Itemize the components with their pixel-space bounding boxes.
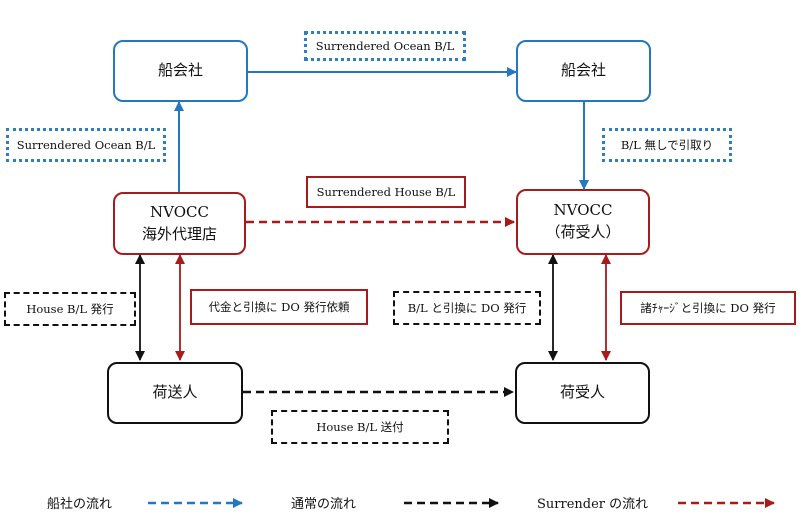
label-payment-do-request-text: 代金と引換に DO 発行依頼 [208, 300, 350, 314]
label-charges-do-issue: 諸ﾁｬｰｼﾞと引換に DO 発行 [620, 291, 796, 325]
carrier-left-label: 船会社 [157, 61, 203, 80]
label-surrendered-house-text: Surrendered House B/L [316, 185, 456, 199]
label-bl-do-issue: B/L と引換に DO 発行 [393, 291, 541, 325]
label-payment-do-request: 代金と引換に DO 発行依頼 [190, 289, 368, 325]
label-surrendered-ocean-top: Surrendered Ocean B/L [304, 31, 466, 61]
shipper-label: 荷送人 [152, 383, 198, 402]
label-surrendered-ocean-left-text: Surrendered Ocean B/L [16, 138, 156, 152]
carrier-left-node: 船会社 [113, 40, 248, 102]
label-bl-do-issue-text: B/L と引換に DO 発行 [407, 301, 527, 315]
legend-normal-flow: 通常の流れ [291, 497, 357, 512]
nvocc-left-subtitle: 海外代理店 [141, 224, 217, 243]
label-charges-do-issue-text: 諸ﾁｬｰｼﾞと引換に DO 発行 [640, 301, 776, 315]
label-bl-pickup: B/L 無しで引取り [602, 128, 732, 162]
carrier-right-node: 船会社 [516, 40, 651, 102]
consignee-label: 荷受人 [559, 383, 605, 402]
consignee-node: 荷受人 [515, 362, 650, 424]
nvocc-right-title: NVOCC [553, 201, 613, 220]
nvocc-right-node: NVOCC （荷受人） [516, 189, 650, 255]
shipper-node: 荷送人 [107, 362, 243, 424]
nvocc-left-title: NVOCC [150, 202, 209, 221]
legend-surrender-flow: Surrender の流れ [537, 497, 649, 512]
nvocc-right-subtitle: （荷受人） [545, 223, 621, 241]
nvocc-left-node: NVOCC 海外代理店 [113, 192, 246, 255]
carrier-right-label: 船会社 [560, 61, 606, 80]
label-surrendered-ocean-top-text: Surrendered Ocean B/L [315, 39, 455, 53]
legend-carrier-flow: 船社の流れ [47, 497, 113, 512]
label-house-bl-send: House B/L 送付 [271, 410, 449, 444]
label-surrendered-ocean-left: Surrendered Ocean B/L [6, 128, 166, 162]
label-house-bl-send-text: House B/L 送付 [316, 420, 404, 434]
label-house-bl-issue: House B/L 発行 [4, 292, 136, 326]
label-bl-pickup-text: B/L 無しで引取り [620, 138, 714, 152]
label-house-bl-issue-text: House B/L 発行 [26, 302, 114, 316]
label-surrendered-house: Surrendered House B/L [306, 176, 466, 208]
